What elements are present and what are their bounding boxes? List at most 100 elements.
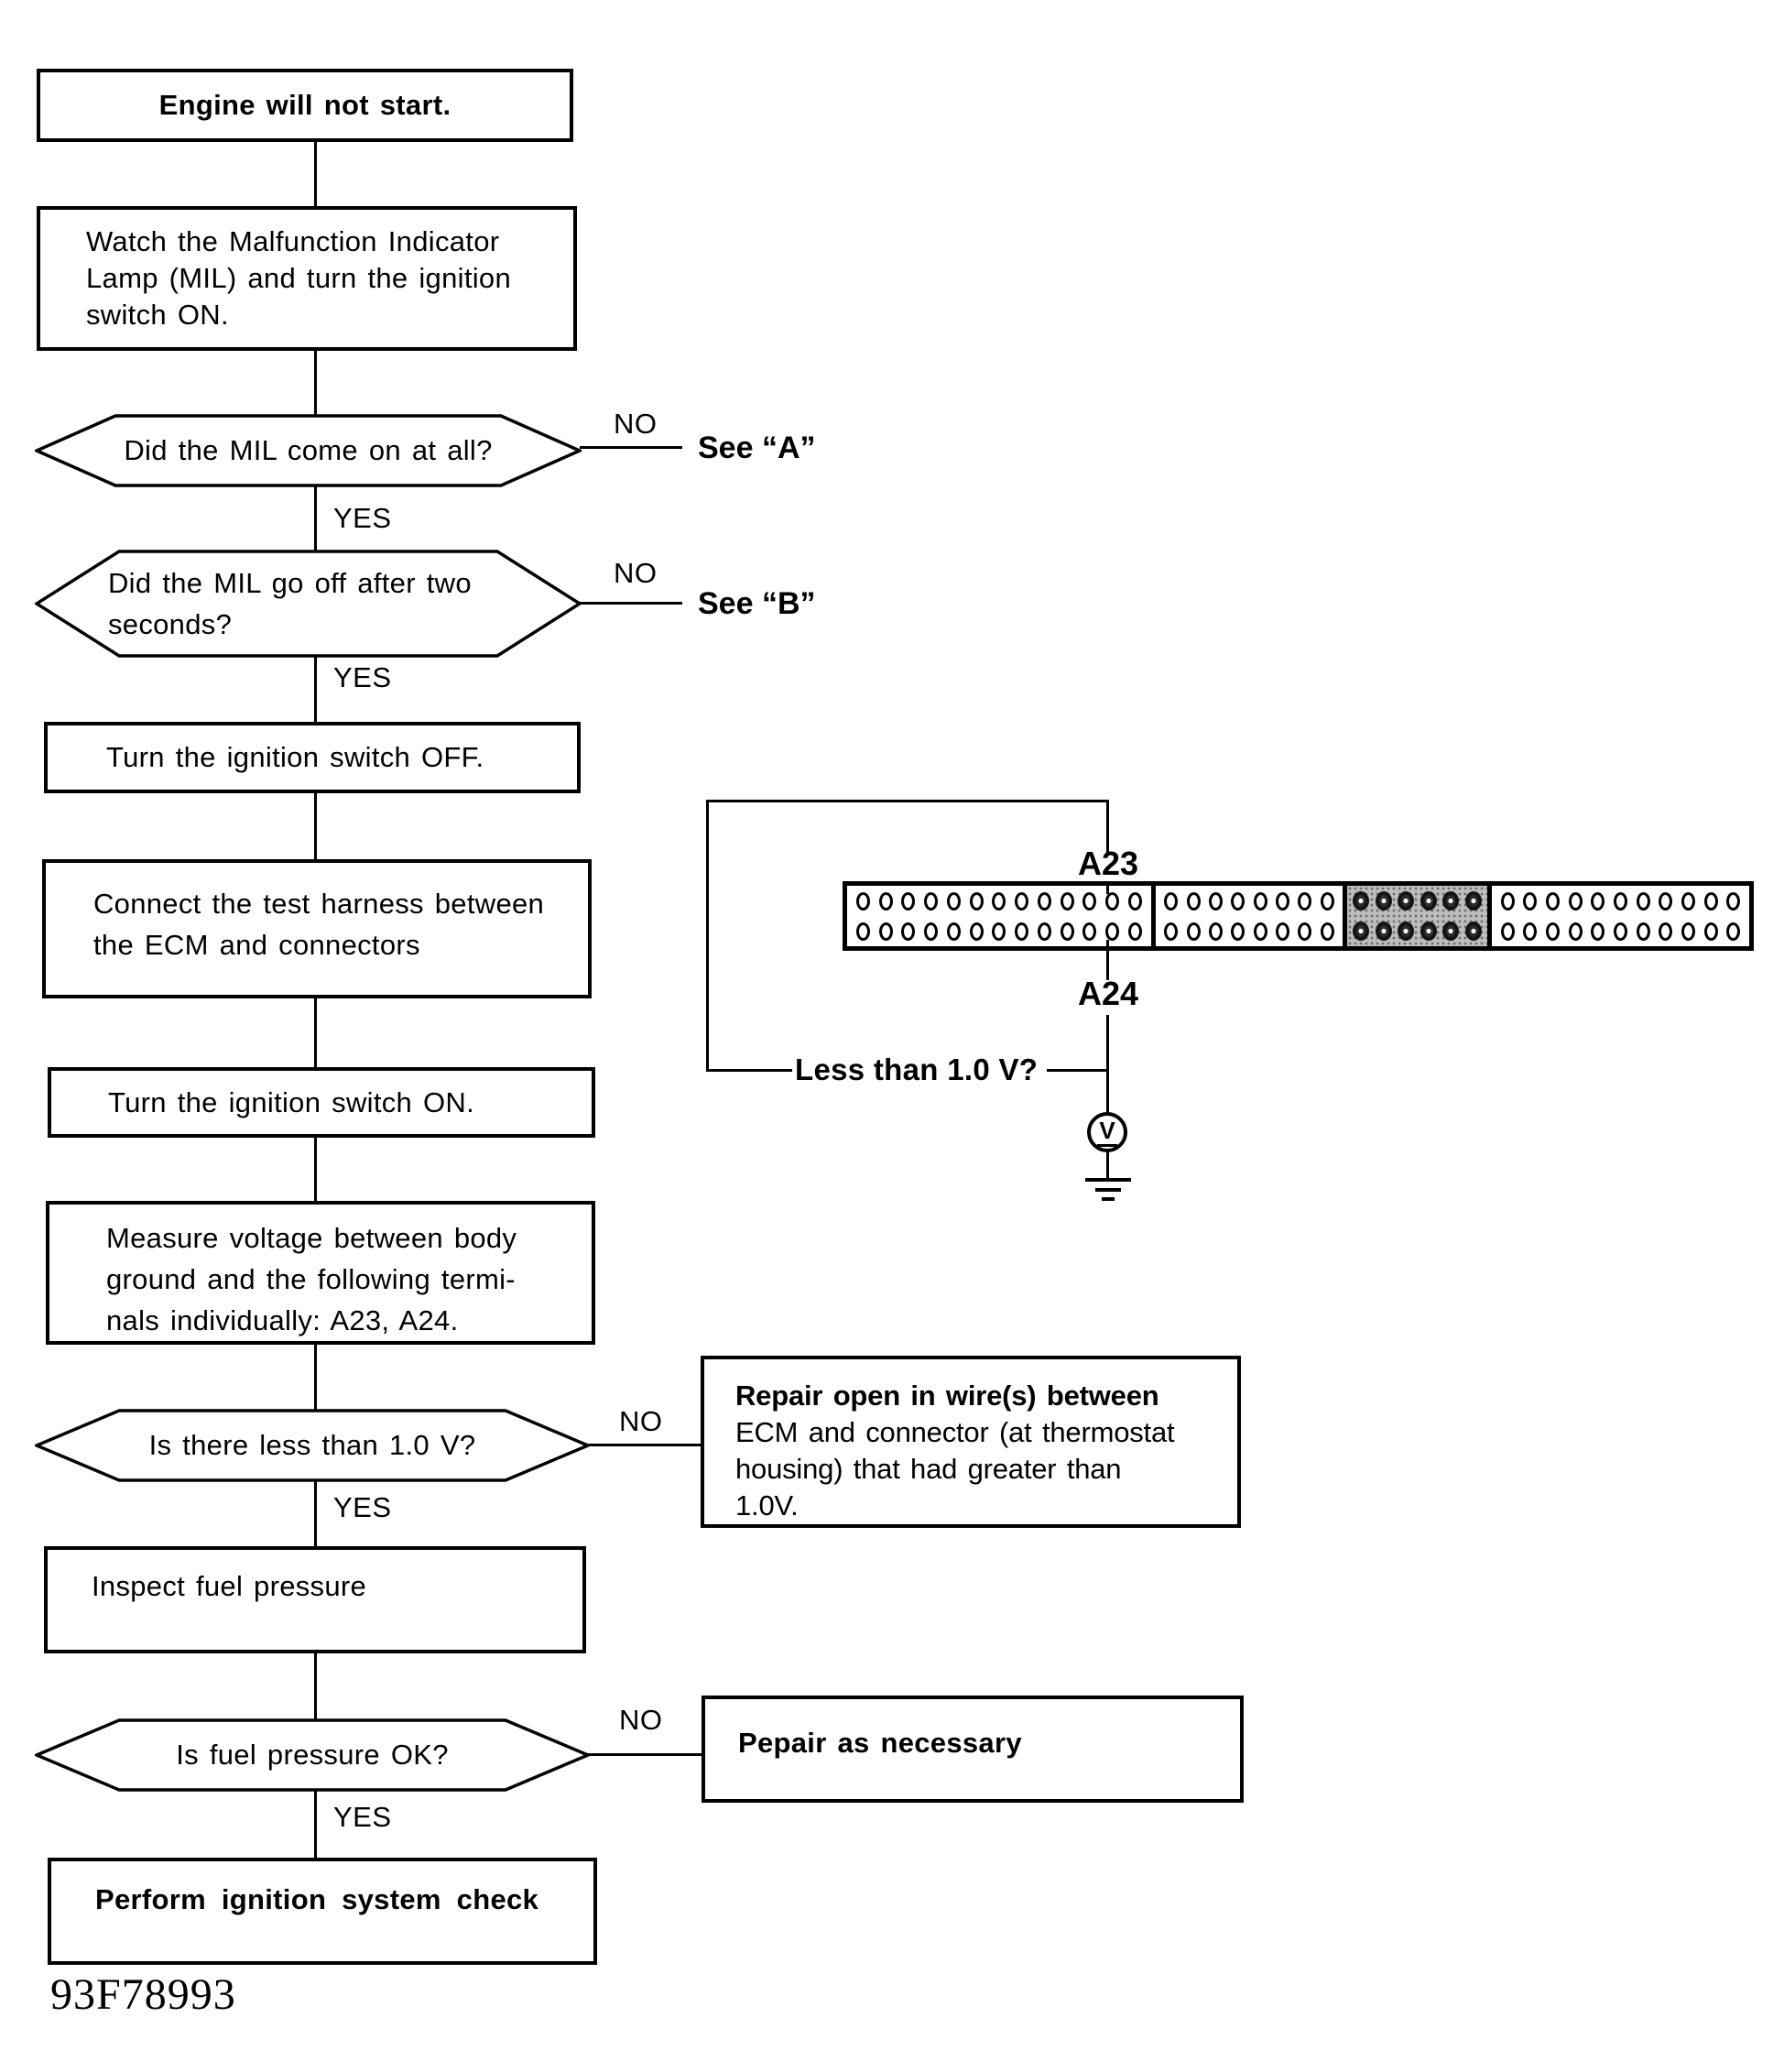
- connector-pin: [1275, 891, 1289, 911]
- connector-pin: [1060, 921, 1074, 941]
- bracket-top-line: [706, 800, 1109, 802]
- connector-pin: [1703, 891, 1718, 911]
- terminal-wire: [1106, 881, 1109, 894]
- ignition-off-label: Turn the ignition switch OFF.: [106, 741, 484, 773]
- terminal-wire: [1106, 940, 1109, 980]
- connector-pin: [1105, 891, 1120, 911]
- fuel-decision-label: Is fuel pressure OK?: [176, 1739, 449, 1771]
- connector-pin: [1320, 891, 1334, 911]
- flow-line: [314, 997, 317, 1069]
- bracket-left-line: [706, 800, 709, 1072]
- ignition-check-label: Perform ignition system check: [95, 1883, 539, 1915]
- measure-voltage-line3: nals individually: A23, A24.: [106, 1304, 459, 1336]
- flow-line: [314, 791, 317, 861]
- mil-off-decision: Did the MIL go off after two seconds?: [35, 550, 582, 658]
- connector-pin: [1681, 891, 1695, 911]
- flow-line: [314, 1136, 317, 1203]
- connector-pin: [1375, 921, 1392, 941]
- ignition-off-box: Turn the ignition switch OFF.: [44, 722, 581, 793]
- connector-pin: [1127, 921, 1142, 941]
- connector-pin: [878, 891, 893, 911]
- connector-pin: [1659, 891, 1673, 911]
- connector-pin: [1208, 921, 1223, 941]
- connector-pin: [946, 921, 961, 941]
- no-branch-line: [580, 602, 682, 605]
- connector-pin: [1726, 921, 1741, 941]
- flow-line: [314, 656, 317, 724]
- connector-segment: [1150, 886, 1343, 946]
- repair-necessary-label: Pepair as necessary: [738, 1727, 1022, 1759]
- start-box: Engine will not start.: [37, 69, 573, 142]
- connector-pin: [1037, 921, 1051, 941]
- figure-code: 93F78993: [50, 1970, 236, 2019]
- voltmeter-letter: V: [1097, 1118, 1117, 1147]
- mil-off-line2: seconds?: [108, 608, 233, 640]
- connector-pin: [1253, 891, 1267, 911]
- connector-pin: [1015, 921, 1029, 941]
- connector-pin: [1636, 921, 1650, 941]
- connector-pin: [1298, 921, 1312, 941]
- no-label: NO: [619, 1405, 663, 1437]
- voltage-decision-label: Is there less than 1.0 V?: [148, 1429, 476, 1461]
- terminal-a24-label: A24: [1077, 975, 1139, 1012]
- yes-label: YES: [333, 661, 392, 693]
- connector-pin: [1037, 891, 1051, 911]
- repair-necessary-box: Pepair as necessary: [702, 1696, 1244, 1803]
- no-branch-line: [580, 446, 682, 449]
- see-a-reference: See “A”: [698, 431, 816, 465]
- repair-open-line2: ECM and connector (at thermostat: [735, 1416, 1175, 1448]
- connector-pin: [1546, 891, 1561, 911]
- flow-line: [314, 142, 317, 208]
- repair-open-line4: 1.0V.: [735, 1489, 799, 1521]
- connector-pin: [992, 891, 1006, 911]
- flow-line: [314, 1652, 317, 1720]
- mil-on-decision-label: Did the MIL come on at all?: [124, 434, 493, 466]
- connector-pin: [1275, 921, 1289, 941]
- connector-pin-row: [1492, 886, 1749, 916]
- connector-pin: [878, 921, 893, 941]
- connector-pin: [1186, 921, 1201, 941]
- yes-label: YES: [333, 1491, 392, 1523]
- connector-pin: [1208, 891, 1223, 911]
- inspect-fuel-label: Inspect fuel pressure: [92, 1570, 367, 1602]
- connector-pin-row: [1156, 916, 1343, 946]
- connector-pin: [901, 921, 916, 941]
- flow-line: [314, 485, 317, 551]
- connector-pin: [1127, 891, 1142, 911]
- fuel-decision: Is fuel pressure OK?: [35, 1718, 590, 1792]
- connector-pin: [1105, 921, 1120, 941]
- connector-pin-row: [1492, 916, 1749, 946]
- connector-pin: [1464, 891, 1482, 911]
- connector-pin: [1231, 921, 1246, 941]
- no-branch-line: [587, 1444, 701, 1446]
- connector-pin: [1442, 921, 1460, 941]
- flow-line: [314, 1343, 317, 1411]
- voltage-decision: Is there less than 1.0 V?: [35, 1409, 590, 1482]
- connector-pin: [1231, 891, 1246, 911]
- hexagon-shape: [35, 1718, 590, 1792]
- connector-pin: [855, 921, 870, 941]
- connector-pin: [1398, 921, 1415, 941]
- connector-pin: [1375, 891, 1392, 911]
- yes-label: YES: [333, 1801, 392, 1833]
- connector-pin: [1082, 921, 1097, 941]
- repair-open-line1: Repair open in wire(s) between: [735, 1380, 1159, 1412]
- watch-mil-line2: Lamp (MIL) and turn the ignition: [86, 262, 512, 294]
- connector-pin: [1164, 921, 1179, 941]
- ignition-on-label: Turn the ignition switch ON.: [108, 1085, 475, 1118]
- connector-pin: [1464, 921, 1482, 941]
- connector-pin: [924, 891, 939, 911]
- watch-mil-line1: Watch the Malfunction Indicator: [86, 225, 500, 257]
- connector-pin: [1420, 921, 1437, 941]
- connector-pin: [1703, 921, 1718, 941]
- connector-pin: [1298, 891, 1312, 911]
- connector-pin: [1591, 921, 1605, 941]
- connect-harness-box: Connect the test harness between the ECM…: [42, 859, 592, 998]
- connector-pin: [1636, 891, 1650, 911]
- connector-pin-row: [847, 916, 1151, 946]
- connector-segment: [1343, 886, 1488, 946]
- ground-icon: [1095, 1188, 1121, 1192]
- connector-pin-row: [1156, 886, 1343, 916]
- connector-pin: [1164, 891, 1179, 911]
